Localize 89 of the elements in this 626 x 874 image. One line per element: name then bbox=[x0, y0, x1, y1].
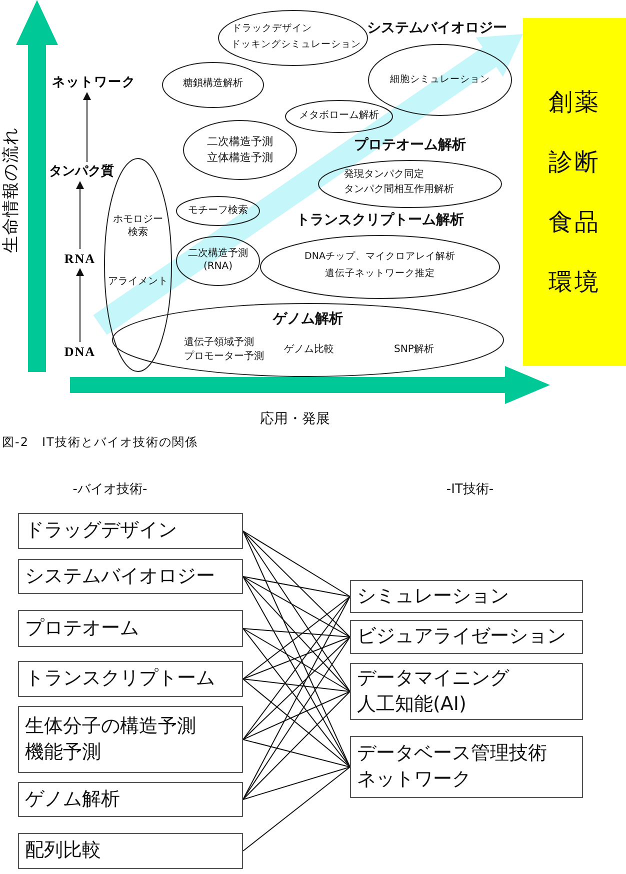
connector-line bbox=[242, 596, 350, 740]
technology-box bbox=[18, 782, 243, 817]
connector-line bbox=[242, 530, 350, 692]
method-label: タンパク間相互作用解析 bbox=[344, 184, 455, 196]
column-heading: -IT技術- bbox=[445, 481, 495, 498]
method-label: 発現タンパク同定 bbox=[344, 169, 425, 182]
arrow bbox=[83, 92, 91, 162]
box-text: ネットワーク bbox=[357, 767, 472, 792]
level-label: DNA bbox=[60, 343, 100, 361]
connector-line bbox=[242, 636, 350, 800]
technology-box bbox=[18, 559, 243, 594]
connector-line bbox=[242, 636, 350, 740]
technology-box bbox=[18, 610, 243, 647]
connector-line bbox=[242, 576, 350, 692]
method-label: 二次構造予測(RNA) bbox=[187, 248, 249, 273]
method-label: DNAチップ、マイクロアレイ解析 bbox=[304, 251, 456, 263]
box-text: シミュレーション bbox=[357, 584, 510, 609]
level-label: ネットワーク bbox=[52, 74, 136, 92]
method-label: プロモーター予測 bbox=[184, 351, 265, 364]
arrow bbox=[76, 181, 84, 250]
box-text: トランスクリプトーム bbox=[25, 666, 216, 692]
group-heading: トランスクリプトーム解析 bbox=[295, 212, 465, 230]
axis-label: 生命情報の流れ bbox=[1, 126, 21, 255]
box-text: 人工知能(AI) bbox=[357, 692, 468, 716]
method-label: ドッキングシミュレーション bbox=[231, 39, 361, 51]
box-text: ドラッグデザイン bbox=[25, 518, 178, 544]
box-text: 配列比較 bbox=[25, 838, 102, 864]
method-label: 遺伝子領域予測 bbox=[184, 337, 255, 350]
box-text: データマイニング bbox=[357, 666, 510, 691]
arrow bbox=[76, 268, 84, 342]
connector-line bbox=[242, 628, 350, 768]
connector-line bbox=[242, 576, 350, 638]
application-label: 食品 bbox=[548, 207, 600, 238]
box-text: データベース管理技術 bbox=[357, 741, 548, 766]
technology-box bbox=[350, 736, 583, 798]
technology-box bbox=[18, 706, 243, 773]
method-label: ゲノム比較 bbox=[284, 344, 335, 356]
application-label: 診断 bbox=[548, 147, 600, 178]
connector-line bbox=[242, 530, 350, 597]
box-text: システムバイオロジー bbox=[25, 564, 216, 589]
box-text: ビジュアライゼーション bbox=[357, 624, 567, 650]
method-label: モチーフ検索 bbox=[187, 205, 249, 218]
connector-line bbox=[242, 691, 350, 740]
technology-box bbox=[18, 833, 243, 869]
method-label: 立体構造予測 bbox=[206, 151, 274, 165]
connector-line bbox=[242, 766, 350, 852]
method-label: 二次構造予測 bbox=[206, 135, 274, 149]
connector-line bbox=[242, 636, 350, 680]
figure-caption: 図-2 IT技術とバイオ技術の関係 bbox=[2, 434, 198, 451]
group-heading: ゲノム解析 bbox=[272, 311, 344, 328]
application-panel bbox=[523, 18, 626, 366]
box-text: ゲノム解析 bbox=[25, 786, 121, 812]
method-label: メタボローム解析 bbox=[298, 110, 380, 122]
connector-line bbox=[242, 678, 350, 692]
connector-line bbox=[242, 530, 350, 768]
method-label: ホモロジー検索 bbox=[112, 214, 164, 239]
technology-box bbox=[350, 620, 583, 654]
group-heading: システムバイオロジー bbox=[366, 20, 508, 38]
block-arrow bbox=[93, 34, 523, 335]
connector-line bbox=[242, 766, 350, 800]
box-text: 生体分子の構造予測 bbox=[25, 714, 197, 739]
box-text: 機能予測 bbox=[25, 740, 102, 764]
box-text: プロテオーム bbox=[25, 616, 140, 641]
method-label: 細胞シミュレーション bbox=[389, 74, 491, 86]
method-label: アライメント bbox=[107, 276, 169, 288]
method-label: ドラックデザイン bbox=[232, 23, 313, 35]
technology-box bbox=[18, 513, 243, 549]
column-heading: -バイオ技術- bbox=[72, 481, 148, 498]
connector-line bbox=[242, 678, 350, 768]
application-label: 環境 bbox=[548, 267, 600, 298]
level-label: RNA bbox=[60, 250, 100, 268]
connector-line bbox=[242, 576, 350, 597]
connector-line bbox=[242, 576, 350, 768]
connector-line bbox=[242, 739, 350, 768]
method-label: 遺伝子ネットワーク推定 bbox=[324, 268, 436, 280]
connector-line bbox=[242, 596, 350, 680]
connector-line bbox=[242, 596, 350, 800]
connector-line bbox=[242, 530, 350, 638]
method-label: SNP解析 bbox=[394, 344, 435, 356]
connector-line bbox=[242, 628, 350, 638]
axis-label: 応用・発展 bbox=[259, 410, 331, 428]
technology-box bbox=[350, 663, 583, 720]
group-heading: プロテオーム解析 bbox=[353, 137, 467, 154]
method-label: 糖鎖構造解析 bbox=[182, 78, 244, 90]
connector-line bbox=[242, 628, 350, 692]
application-label: 創薬 bbox=[548, 87, 600, 118]
technology-box bbox=[350, 580, 583, 613]
technology-box bbox=[18, 661, 243, 697]
connector-line bbox=[242, 691, 350, 800]
